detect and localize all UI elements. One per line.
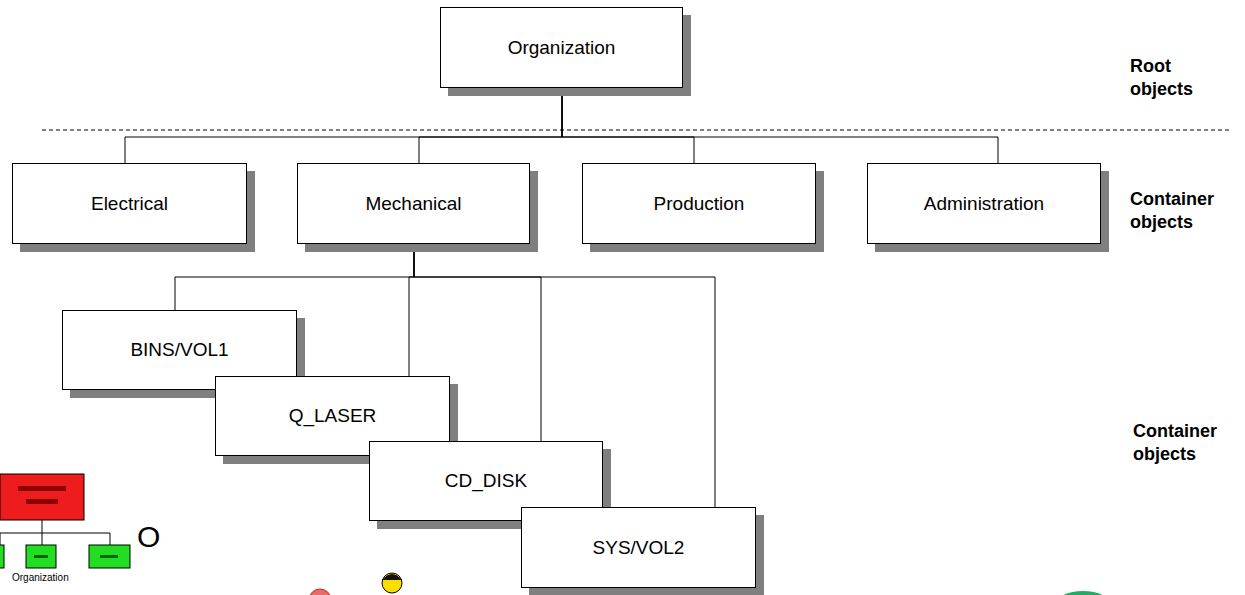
level-label: Container objects: [1133, 420, 1217, 467]
container-box: Organization: [440, 7, 683, 88]
container-box: SYS/VOL2: [521, 507, 756, 588]
box-label: Production: [648, 193, 751, 215]
container-box: Mechanical: [297, 163, 530, 244]
box-label: Mechanical: [359, 193, 467, 215]
box-label: BINS/VOL1: [124, 339, 234, 361]
icon-letter: O: [137, 520, 160, 554]
container-box: Electrical: [12, 163, 247, 244]
tree-connector: [409, 244, 414, 376]
organization-icon: [0, 474, 130, 568]
box-label: Administration: [918, 193, 1050, 215]
tree-connector: [562, 88, 998, 163]
box-label: Q_LASER: [283, 405, 383, 427]
container-box: Administration: [867, 163, 1101, 244]
level-label: Container objects: [1130, 188, 1214, 235]
box-label: SYS/VOL2: [587, 537, 691, 559]
container-box: Production: [582, 163, 816, 244]
tree-connector: [562, 88, 694, 163]
box-label: Electrical: [85, 193, 174, 215]
tree-connector: [125, 88, 562, 163]
divider-line: [42, 130, 1232, 131]
level-label: Root objects: [1130, 55, 1193, 102]
box-label: Organization: [502, 37, 622, 59]
tree-connector: [419, 88, 562, 163]
tree-connector: [175, 244, 414, 310]
icon-caption: Organization: [12, 572, 69, 583]
box-label: CD_DISK: [439, 470, 533, 492]
